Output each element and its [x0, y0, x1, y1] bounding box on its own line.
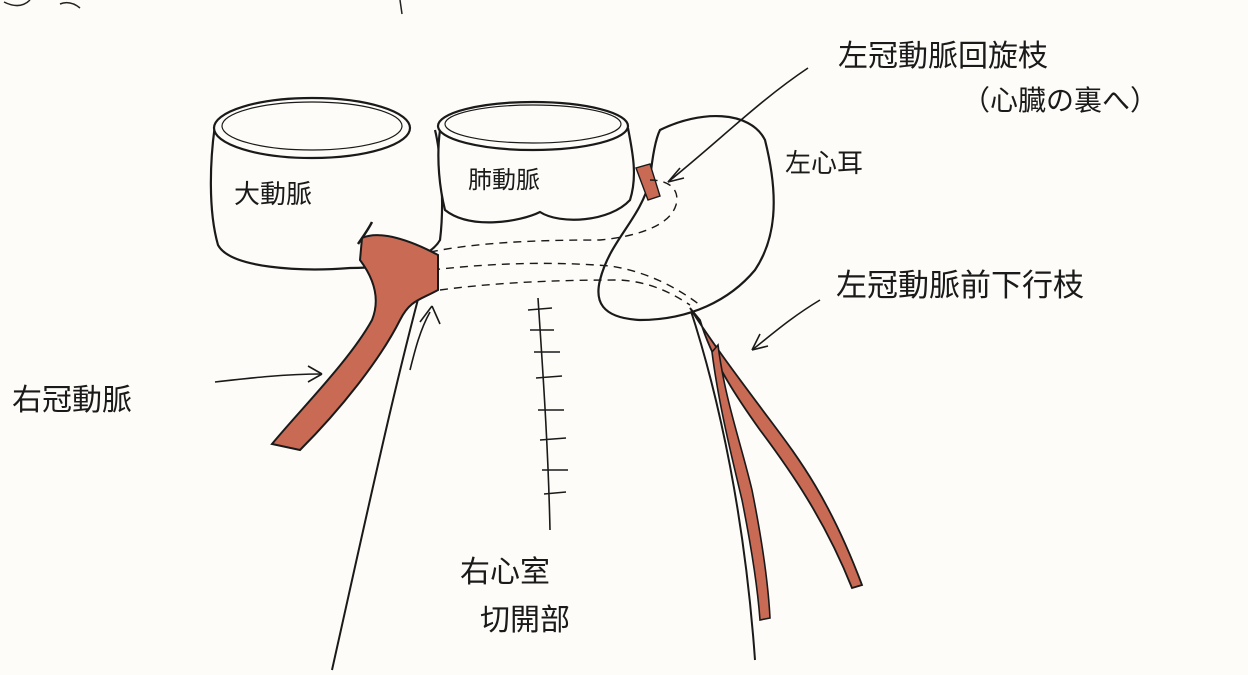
- pulmonary-artery-vessel: [438, 102, 634, 222]
- circumflex-label-line1: 左冠動脈回旋枝: [838, 39, 1048, 74]
- pulmonary-artery-label: 肺動脈: [468, 166, 540, 194]
- left-atrial-appendage-label: 左心耳: [785, 149, 863, 179]
- rv-incision-label-line2: 切開部: [480, 603, 570, 638]
- aorta-label: 大動脈: [234, 180, 312, 210]
- lad-label: 左冠動脈前下行枝: [836, 268, 1084, 304]
- circumflex-label-line2: （心臓の裏へ）: [962, 84, 1158, 117]
- rv-incision-label-line1: 右心室: [460, 555, 550, 590]
- rca-label: 右冠動脈: [12, 383, 132, 418]
